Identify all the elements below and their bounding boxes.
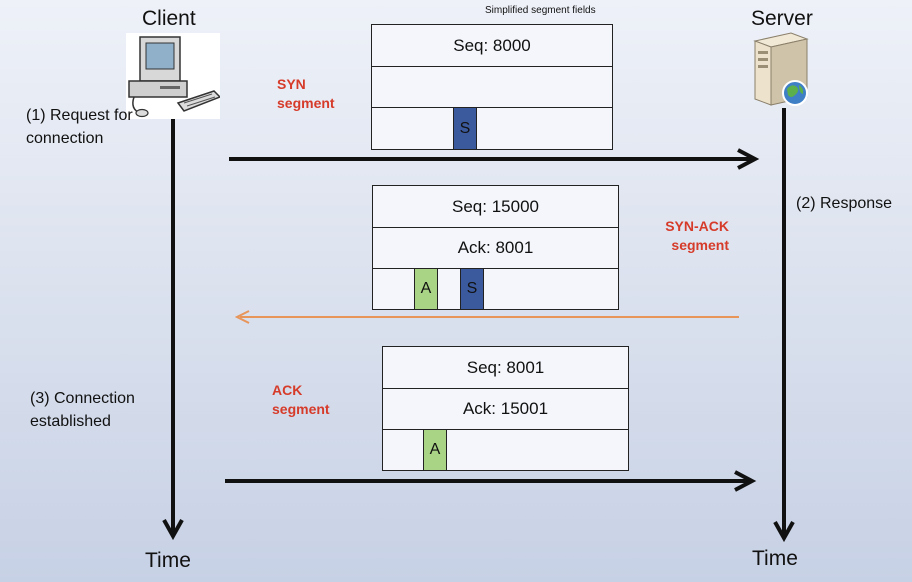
flags-field: A S <box>373 269 618 309</box>
client-timeline-arrowhead <box>162 519 184 541</box>
ack-flag: A <box>423 430 447 470</box>
server-timeline-arrowhead <box>773 521 795 543</box>
step-established-label: (3) Connection established <box>30 390 135 430</box>
ack-flag: A <box>414 269 438 309</box>
syn-flag: S <box>453 108 477 149</box>
server-tower-icon <box>751 31 811 109</box>
syn-arrowhead <box>737 148 760 170</box>
ack-segment-box: Seq: 8001 Ack: 15001 A <box>382 346 629 471</box>
seq-field: Seq: 8000 <box>372 25 612 67</box>
server-label: Server <box>751 7 813 30</box>
syn-ack-segment-name: SYN-ACK segment <box>665 218 729 253</box>
ack-arrowhead <box>734 470 757 492</box>
step-request-label: (1) Request for connection <box>26 107 133 147</box>
flags-field: S <box>372 108 612 149</box>
segment-fields-caption: Simplified segment fields <box>485 5 596 16</box>
syn-flag: S <box>460 269 484 309</box>
desktop-computer-icon <box>126 33 222 119</box>
syn-ack-arrowhead <box>234 310 250 324</box>
server-time-label: Time <box>752 547 798 570</box>
client-time-label: Time <box>145 549 191 572</box>
step-response-label: (2) Response <box>796 195 893 212</box>
seq-field: Seq: 15000 <box>373 186 618 228</box>
seq-field: Seq: 8001 <box>383 347 628 389</box>
ack-field: Ack: 8001 <box>373 228 618 269</box>
syn-segment-name: SYN segment <box>277 76 335 111</box>
syn-ack-segment-box: Seq: 15000 Ack: 8001 A S <box>372 185 619 310</box>
flags-field: A <box>383 430 628 470</box>
syn-segment-box: Seq: 8000 S <box>371 24 613 150</box>
ack-field <box>372 67 612 108</box>
ack-segment-name: ACK segment <box>272 382 330 417</box>
ack-field: Ack: 15001 <box>383 389 628 430</box>
client-label: Client <box>142 7 196 30</box>
